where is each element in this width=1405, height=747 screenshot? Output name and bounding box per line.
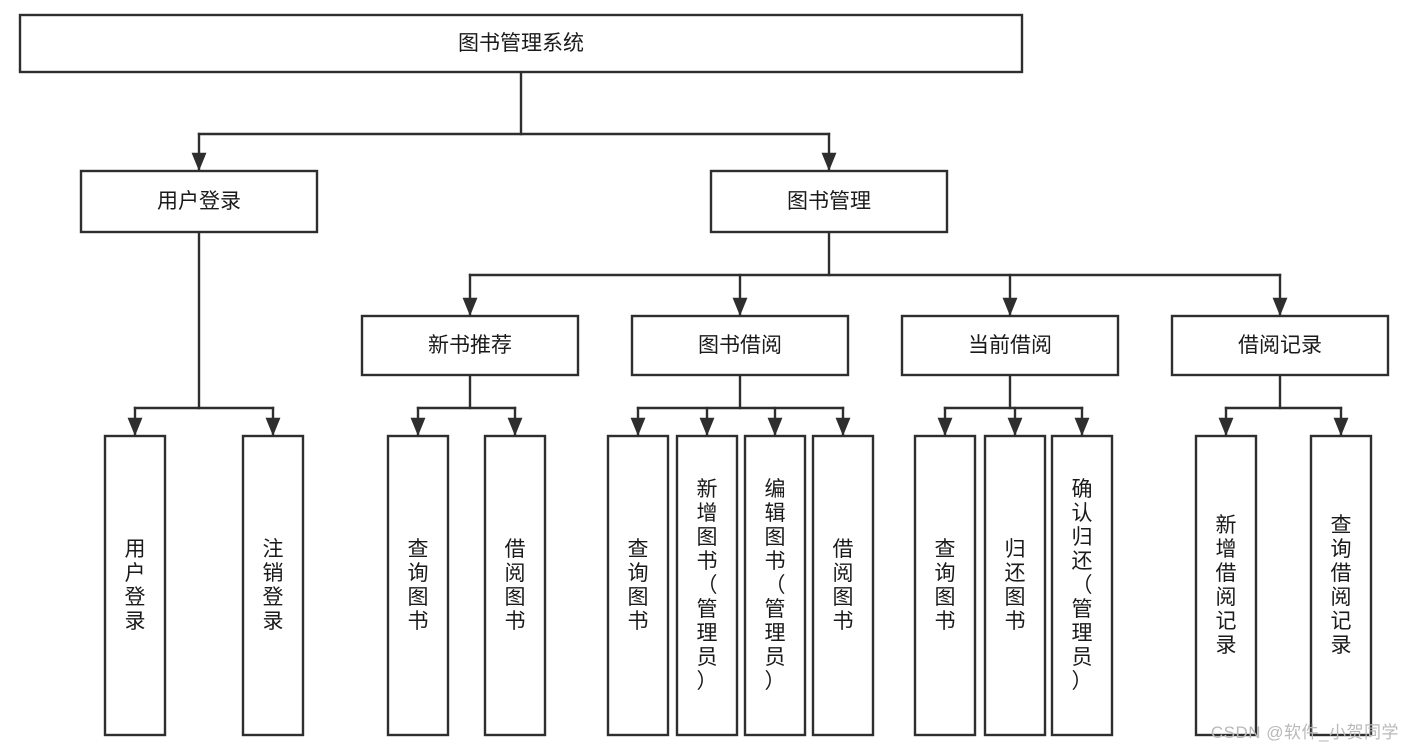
node-box [1309, 434, 1373, 737]
node-leaf-add-book[interactable]: 新增图书（管理员） [675, 434, 739, 737]
node-box [983, 434, 1047, 737]
node-box [241, 434, 305, 737]
node-label: 借阅图书 [833, 538, 854, 633]
node-box [18, 13, 1024, 74]
node-label: 归还图书 [1005, 538, 1026, 633]
node-book-management[interactable]: 图书管理 [709, 169, 949, 234]
node-book-borrow[interactable]: 图书借阅 [630, 314, 850, 377]
node-root[interactable]: 图书管理系统 [18, 13, 1024, 74]
node-leaf-confirm-return[interactable]: 确认归还（管理员） [1050, 434, 1114, 737]
node-label: 图书借阅 [698, 334, 782, 357]
node-label: 注销登录 [263, 538, 284, 633]
node-leaf-return-book[interactable]: 归还图书 [983, 434, 1047, 737]
node-label: 当前借阅 [968, 334, 1052, 357]
node-borrow-record[interactable]: 借阅记录 [1170, 314, 1390, 377]
node-box [900, 314, 1120, 377]
node-label: 用户登录 [157, 190, 241, 213]
node-leaf-logout[interactable]: 注销登录 [241, 434, 305, 737]
node-leaf-user-login[interactable]: 用户登录 [103, 434, 167, 737]
node-label: 图书管理 [787, 190, 871, 213]
node-leaf-query-borrow-record[interactable]: 查询借阅记录 [1309, 434, 1373, 737]
node-current-borrow[interactable]: 当前借阅 [900, 314, 1120, 377]
node-box [1194, 434, 1258, 737]
node-label: 新书推荐 [428, 334, 512, 357]
node-box [606, 434, 670, 737]
node-label: 查询图书 [935, 538, 956, 633]
node-label: 查询图书 [408, 538, 429, 633]
csdn-watermark: CSDN @软件_小贺同学 [1210, 723, 1399, 742]
node-box [79, 169, 319, 234]
node-label: 新增图书（管理员） [697, 478, 718, 693]
node-new-book-recommend[interactable]: 新书推荐 [360, 314, 580, 377]
node-box [811, 434, 875, 737]
node-layer: 图书管理系统用户登录图书管理新书推荐图书借阅当前借阅借阅记录用户登录注销登录查询… [18, 13, 1390, 737]
node-box [1170, 314, 1390, 377]
node-label: 用户登录 [125, 538, 146, 633]
node-leaf-query-book-borrow[interactable]: 查询图书 [606, 434, 670, 737]
node-leaf-borrow-book-recommend[interactable]: 借阅图书 [483, 434, 547, 737]
node-label: 借阅图书 [505, 538, 526, 633]
node-label: 新增借阅记录 [1216, 514, 1237, 657]
edge-layer [127, 70, 1349, 437]
node-leaf-borrow-book[interactable]: 借阅图书 [811, 434, 875, 737]
node-leaf-query-book-recommend[interactable]: 查询图书 [386, 434, 450, 737]
node-label: 确认归还（管理员） [1072, 478, 1093, 693]
node-box [913, 434, 977, 737]
node-label: 借阅记录 [1238, 334, 1322, 357]
node-leaf-add-borrow-record[interactable]: 新增借阅记录 [1194, 434, 1258, 737]
node-box [360, 314, 580, 377]
node-label: 查询图书 [628, 538, 649, 633]
node-box [1050, 434, 1114, 737]
node-label: 编辑图书（管理员） [765, 478, 786, 693]
node-box [630, 314, 850, 377]
node-leaf-query-book-current[interactable]: 查询图书 [913, 434, 977, 737]
node-label: 查询借阅记录 [1331, 514, 1352, 657]
node-leaf-edit-book[interactable]: 编辑图书（管理员） [743, 434, 807, 737]
node-box [709, 169, 949, 234]
node-label: 图书管理系统 [458, 32, 584, 55]
node-box [386, 434, 450, 737]
node-user-login[interactable]: 用户登录 [79, 169, 319, 234]
node-box [483, 434, 547, 737]
node-box [675, 434, 739, 737]
node-box [103, 434, 167, 737]
node-box [743, 434, 807, 737]
